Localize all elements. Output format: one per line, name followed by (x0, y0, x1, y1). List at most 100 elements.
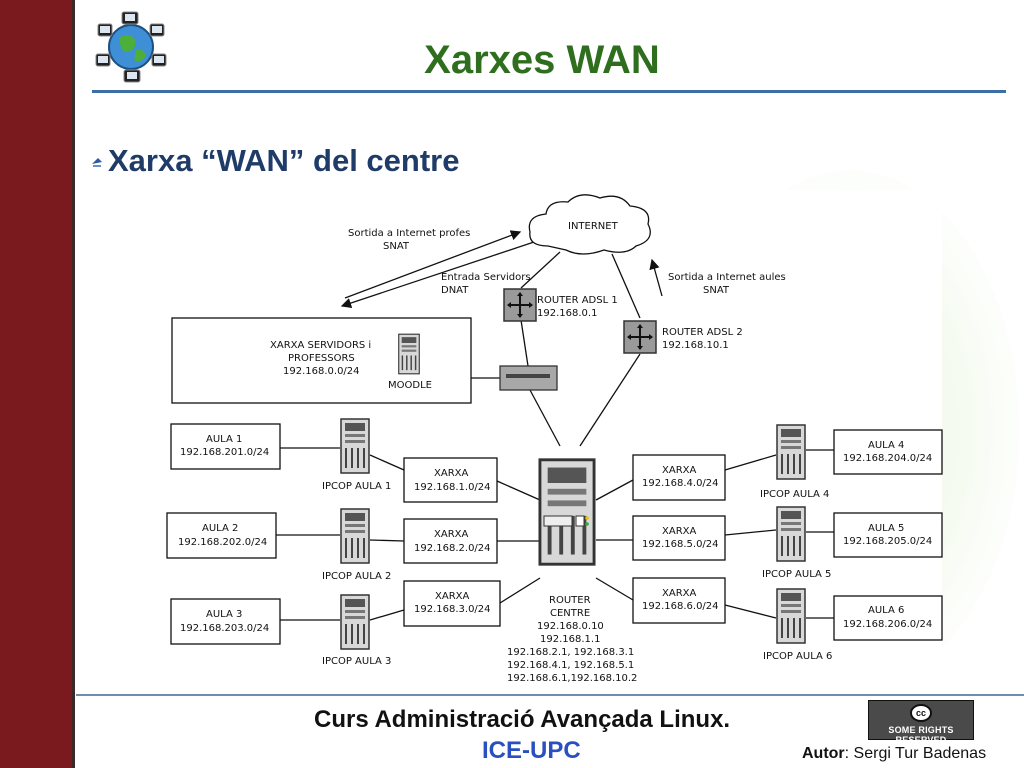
cc-license-text: SOME RIGHTS RESERVED (888, 725, 954, 745)
aules-arrow-label-1: Sortida a Internet aules (668, 272, 786, 283)
bullet-heading: Xarxa “WAN” del centre (90, 143, 459, 179)
servers-network-box (171, 317, 472, 404)
aules-arrow-label-2: SNAT (703, 285, 730, 296)
ipcop4-label: IPCOP AULA 4 (760, 489, 829, 500)
aula2-name: AULA 2 (202, 523, 238, 534)
xarxa5-net: 192.168.5.0/24 (642, 539, 719, 550)
router-centre-line4: 192.168.1.1 (540, 634, 600, 645)
aula5-net: 192.168.205.0/24 (843, 536, 932, 547)
aula5-box (833, 512, 943, 558)
aula3-net: 192.168.203.0/24 (180, 623, 269, 634)
link-internet-adsl1 (520, 251, 561, 289)
aula1-box (170, 423, 281, 470)
left-decor-bar (0, 0, 75, 768)
aula3-name: AULA 3 (206, 609, 242, 620)
aula6-net: 192.168.206.0/24 (843, 619, 932, 630)
xarxa4-net: 192.168.4.0/24 (642, 478, 719, 489)
xarxa6-net: 192.168.6.0/24 (642, 601, 719, 612)
xarxa3-box (403, 580, 501, 627)
xarxa1-label: XARXA (434, 468, 468, 479)
globe-computers-logo-icon (95, 11, 167, 83)
link-xarxa5-ipcop5 (724, 529, 777, 536)
xarxa1-net: 192.168.1.0/24 (414, 482, 491, 493)
author-label: Autor (802, 745, 845, 762)
xarxa5-label: XARXA (662, 526, 696, 537)
xarxa3-net: 192.168.3.0/24 (414, 604, 491, 615)
link-ipcop3-xarxa3 (369, 609, 405, 621)
ipcop1-icon (340, 418, 370, 474)
link-adsl1-switch (520, 319, 529, 367)
router-centre-line7: 192.168.6.1,192.168.10.2 (507, 673, 637, 684)
link-xarxa4-router (595, 479, 634, 501)
servers-arrow-label-2: DNAT (441, 285, 469, 296)
author-credit: Autor: Sergi Tur Badenas (802, 745, 986, 763)
xarxa4-box (632, 454, 726, 501)
ipcop5-icon (776, 506, 806, 562)
link-xarxa3-router (499, 577, 541, 604)
ipcop1-label: IPCOP AULA 1 (322, 481, 391, 492)
internet-cloud (528, 194, 651, 255)
link-xarxa6-router (595, 577, 634, 601)
ipcop6-icon (776, 588, 806, 644)
aula1-net: 192.168.201.0/24 (180, 447, 269, 458)
ipcop4-icon (776, 424, 806, 480)
router-centre-line3: 192.168.0.10 (537, 621, 604, 632)
profes-arrow-label-1: Sortida a Internet profes (348, 228, 470, 239)
link-adsl2-router-centre (579, 353, 641, 447)
xarxa5-box (632, 515, 726, 561)
aula3-box (170, 598, 281, 645)
router-centre-line1: ROUTER (549, 595, 591, 606)
ipcop3-label: IPCOP AULA 3 (322, 656, 391, 667)
link-xarxa1-router (496, 480, 541, 501)
footer-divider (76, 694, 1024, 696)
servers-net-line3: 192.168.0.0/24 (283, 366, 360, 377)
slide-title: Xarxes WAN (424, 38, 660, 82)
link-xarxa4-ipcop4 (724, 454, 777, 471)
bullet-heading-text: Xarxa “WAN” del centre (108, 143, 460, 178)
ipcop2-label: IPCOP AULA 2 (322, 571, 391, 582)
servers-arrow-label-1: Entrada Servidors (441, 272, 531, 283)
bullet-arrow-icon (92, 158, 102, 167)
xarxa2-box (403, 518, 498, 564)
organization: ICE-UPC (482, 737, 581, 764)
xarxa3-label: XARXA (435, 591, 469, 602)
xarxa4-label: XARXA (662, 465, 696, 476)
moodle-label: MOODLE (388, 380, 432, 391)
author-name: : Sergi Tur Badenas (844, 745, 987, 762)
aula4-box (833, 429, 943, 475)
ipcop5-label: IPCOP AULA 5 (762, 569, 831, 580)
aula1-name: AULA 1 (206, 434, 242, 445)
xarxa2-net: 192.168.2.0/24 (414, 543, 491, 554)
xarxa1-box (403, 457, 498, 503)
link-ipcop2-xarxa2 (369, 539, 405, 542)
link-ipcop1-xarxa1 (369, 454, 405, 471)
router-adsl2-name: ROUTER ADSL 2 (662, 327, 743, 338)
router-centre-line2: CENTRE (550, 608, 590, 619)
aula2-net: 192.168.202.0/24 (178, 537, 267, 548)
router-adsl2-icon (623, 320, 657, 354)
router-adsl2-ip: 192.168.10.1 (662, 340, 729, 351)
arrow-aules-out (649, 258, 663, 297)
arrow-servers-in (340, 239, 541, 309)
router-centre-line5: 192.168.2.1, 192.168.3.1 (507, 647, 634, 658)
router-centre-line6: 192.168.4.1, 192.168.5.1 (507, 660, 634, 671)
aula4-name: AULA 4 (868, 440, 904, 451)
link-internet-adsl2 (611, 253, 641, 319)
link-switch-router-centre (529, 389, 561, 447)
switch-icon (499, 365, 558, 391)
diagram-panel (160, 190, 942, 690)
aula5-name: AULA 5 (868, 523, 904, 534)
router-centre-details (543, 515, 589, 527)
servers-net-line2: PROFESSORS (288, 353, 355, 364)
router-adsl1-ip: 192.168.0.1 (537, 308, 597, 319)
cc-license-badge[interactable]: cc SOME RIGHTS RESERVED (868, 700, 974, 745)
profes-arrow-label-2: SNAT (383, 241, 410, 252)
arrow-profes-out (344, 230, 522, 299)
aula6-box (833, 595, 943, 641)
xarxa6-box (632, 577, 726, 624)
router-adsl1-icon (503, 288, 537, 322)
moodle-server-icon (398, 333, 420, 375)
course-title: Curs Administració Avançada Linux. (314, 706, 731, 733)
aula4-net: 192.168.204.0/24 (843, 453, 932, 464)
